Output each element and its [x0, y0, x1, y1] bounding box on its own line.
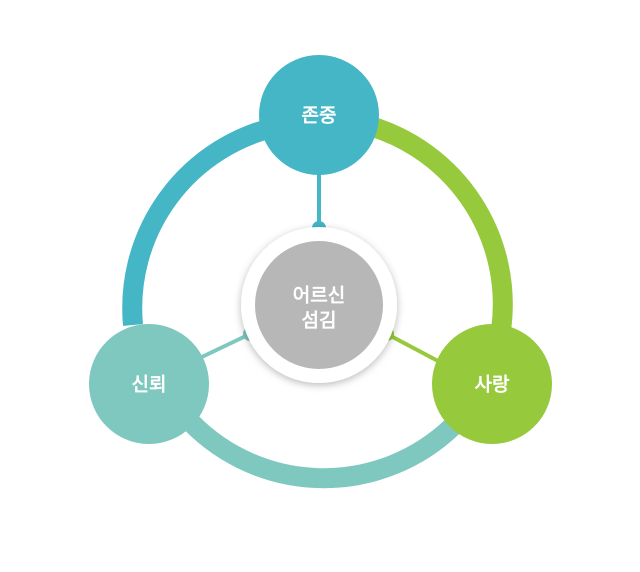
- node-respect-label: 존중: [302, 105, 337, 127]
- node-respect-circle: [259, 55, 379, 175]
- node-trust: 신뢰: [89, 324, 209, 444]
- ring-arc-top-right: [367, 116, 513, 332]
- node-trust-label: 신뢰: [132, 374, 167, 396]
- ring-arc-top-left: [122, 116, 283, 326]
- node-love-label: 사랑: [475, 374, 510, 396]
- node-love-circle: [432, 324, 552, 444]
- node-love: 사랑: [432, 324, 552, 444]
- ring-arc-bottom: [177, 409, 460, 489]
- node-respect: 존중: [259, 55, 379, 175]
- center-hub-core: [255, 241, 383, 369]
- center-label-line2: 섬김: [302, 310, 337, 332]
- center-label-line1: 어르신: [293, 285, 345, 307]
- node-trust-circle: [89, 324, 209, 444]
- center-hub: 어르신 섬김: [241, 227, 397, 383]
